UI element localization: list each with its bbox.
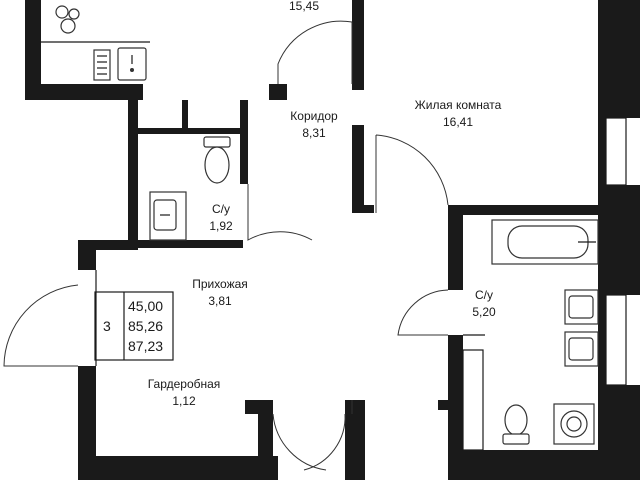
living-room-name: Жилая комната — [415, 98, 502, 112]
corridor-name: Коридор — [290, 109, 338, 123]
stove-icon — [55, 5, 80, 34]
fixtures — [41, 5, 599, 445]
wc1-area: 1,92 — [209, 219, 233, 233]
doors — [3, 20, 449, 471]
total-area-with-balcony-value: 87,23 — [128, 338, 163, 354]
washing-machine-icon — [553, 403, 595, 445]
bathtub-icon — [491, 219, 599, 265]
kitchen-area: 15,45 — [289, 0, 319, 13]
living-area-value: 45,00 — [128, 298, 163, 314]
toilet-icon — [502, 404, 530, 445]
wc1-name: С/у — [212, 202, 230, 216]
wardrobe-area: 1,12 — [172, 394, 196, 408]
dishwasher-icon — [93, 49, 111, 81]
rooms-count: 3 — [103, 318, 111, 334]
partitions — [95, 117, 627, 451]
corridor-area: 8,31 — [302, 126, 326, 140]
hall-name: Прихожая — [192, 277, 248, 291]
toilet-icon — [203, 136, 231, 184]
living-room-area: 16,41 — [443, 115, 473, 129]
wc2-area: 5,20 — [472, 305, 496, 319]
sink-icon — [149, 191, 187, 241]
room-labels: 15,45 Коридор 8,31 Жилая комната 16,41 С… — [148, 0, 502, 408]
kitchen-sink-icon — [117, 47, 147, 81]
area-summary-table: 3 45,00 85,26 87,23 — [94, 291, 174, 361]
hall-area: 3,81 — [208, 294, 232, 308]
total-area-value: 85,26 — [128, 318, 163, 334]
double-sink-icon — [564, 289, 599, 367]
wardrobe-name: Гардеробная — [148, 377, 221, 391]
walls — [25, 0, 640, 480]
wc2-name: С/у — [475, 288, 493, 302]
